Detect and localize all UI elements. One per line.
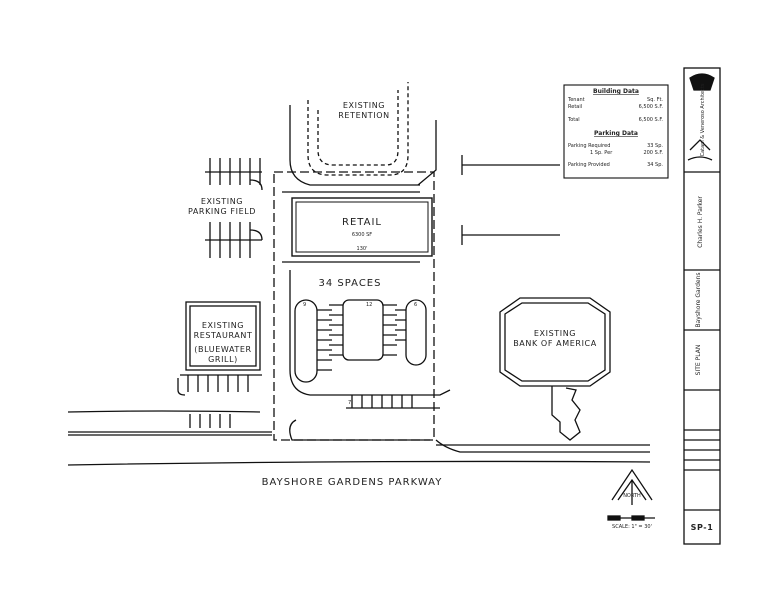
restaurant-label-1: EXISTING [202,321,244,330]
data-table [563,84,669,179]
parkway-label: BAYSHORE GARDENS PARKWAY [262,477,443,488]
row-count-2: 12 [366,302,372,308]
bank-building [499,297,611,441]
bank-label-2: BANK OF AMERICA [513,339,597,348]
parking-provided-label: Parking Provided [568,162,610,168]
retention-label-1: EXISTING [343,101,385,110]
title-block [683,67,721,545]
north-arrow [611,468,653,505]
existing-parking-field [205,158,262,258]
scale-label: SCALE: 1" = 30' [612,524,652,530]
parking-field-label-2: PARKING FIELD [188,207,256,216]
retail-building [291,197,433,257]
retail-row-value: 6,500 S.F. [639,104,664,110]
row-count-4: 7 [348,400,351,406]
building-data-title: Building Data [593,88,639,95]
row-count-1: 9 [303,302,306,308]
parking-rows [294,299,440,409]
retail-sf-label: 6300 SF [352,232,372,238]
bank-label-1: EXISTING [534,329,576,338]
sheet-number: SP-1 [691,523,714,532]
retention-label-2: RETENTION [338,111,389,120]
client-name: Charles H. Parker [697,196,704,248]
restaurant-building [189,305,257,367]
retail-row-label: Retail [568,104,582,110]
tenant-header: Tenant [567,97,585,103]
parking-provided-value: 34 Sp. [647,162,663,168]
road-edge [67,410,272,433]
row-count-3: 6 [414,302,417,308]
restaurant-label-4: GRILL) [208,355,238,364]
spaces-label: 34 SPACES [319,278,382,289]
retail-label: RETAIL [342,217,382,228]
property-boundary [273,171,435,441]
total-row-label: Total [567,117,580,123]
north-label: NORTH [623,493,641,499]
total-row-value: 6,500 S.F. [639,117,664,123]
parking-required-value: 33 Sp. [647,143,663,149]
parking-required-label: Parking Required [568,143,610,149]
parking-ratio-label: 1 Sp. Per [590,150,613,156]
firm-name: Catani & Veneroso Architects [700,83,706,156]
sheet-title: SITE PLAN [695,345,702,376]
parking-ratio-value: 200 S.F. [643,150,663,156]
restaurant-label-3: (BLUEWATER [194,345,251,354]
sqft-header: Sq. Ft. [647,97,663,103]
restaurant-label-2: RESTAURANT [194,331,253,340]
retail-dimension: 130' [357,246,368,252]
parking-field-label-1: EXISTING [201,197,243,206]
parking-data-title: Parking Data [594,130,638,137]
project-name: Bayshore Gardens [695,273,702,328]
retention-area [289,82,437,186]
